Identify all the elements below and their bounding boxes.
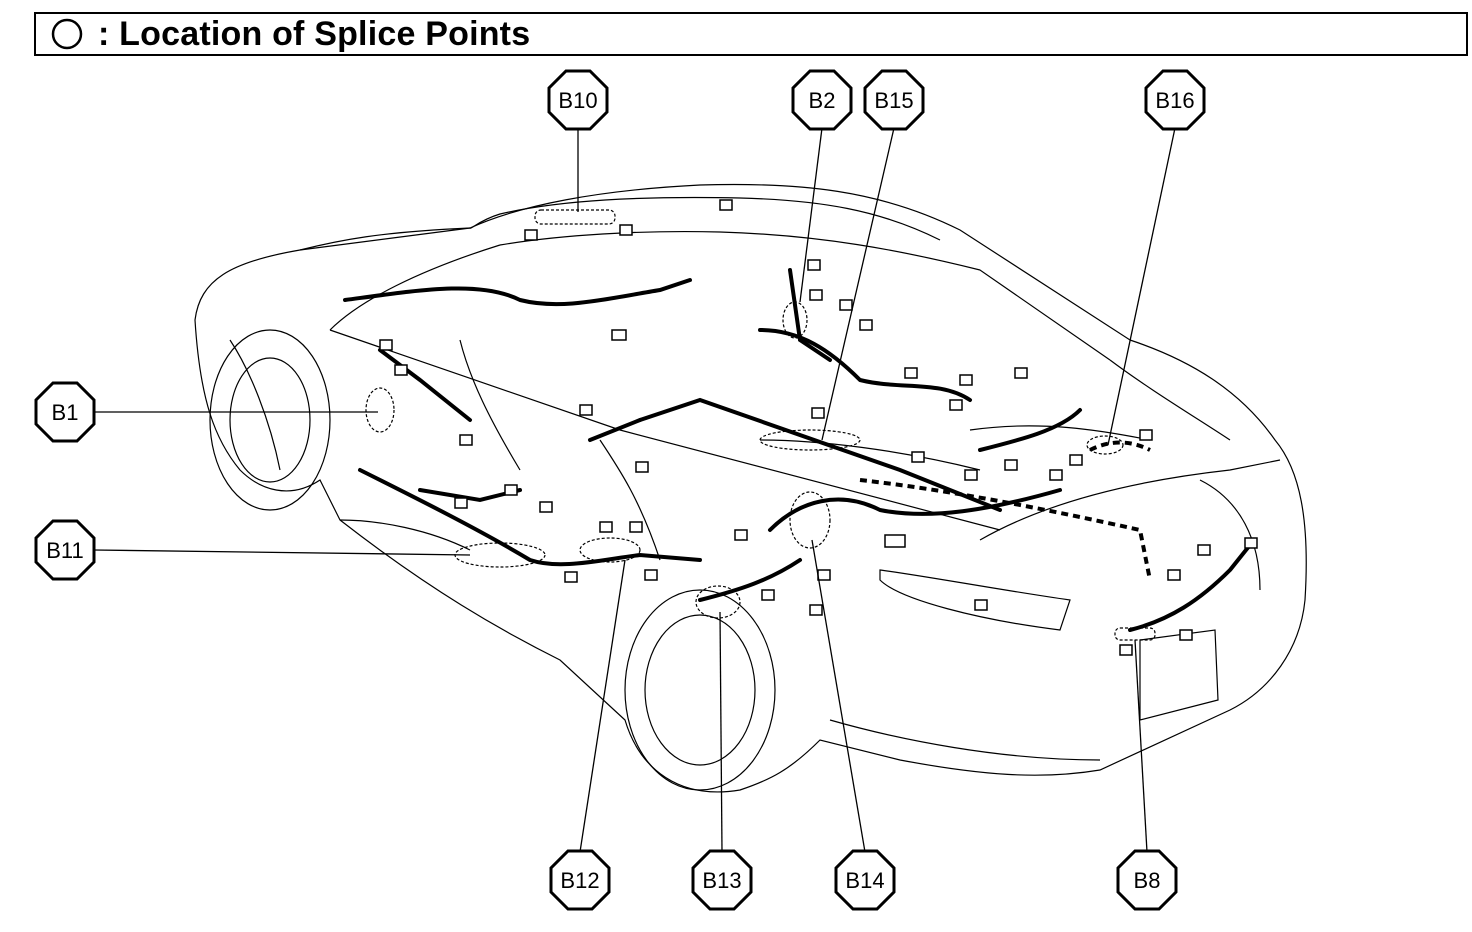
dashed-harness [859, 440, 1152, 581]
leader-lines [93, 127, 1176, 853]
connectors [379, 199, 1258, 656]
splice-badge-label: B14 [845, 868, 884, 893]
splice-badge-b8: B8 [1116, 849, 1178, 911]
front-wheel [209, 329, 331, 511]
splice-badge-b15: B15 [863, 69, 925, 131]
splice-badge-b10: B10 [547, 69, 609, 131]
car-body-outline [194, 183, 1307, 793]
splice-badge-label: B12 [560, 868, 599, 893]
page-title: : Location of Splice Points [98, 14, 531, 53]
splice-badge-b2: B2 [791, 69, 853, 131]
title-bar: : Location of Splice Points [34, 12, 1468, 56]
splice-badge-b14: B14 [834, 849, 896, 911]
wire-harness [343, 268, 1252, 632]
splice-badge-label: B15 [874, 88, 913, 113]
splice-badge-b11: B11 [34, 519, 96, 581]
splice-badge-b12: B12 [549, 849, 611, 911]
splice-badge-label: B2 [809, 88, 836, 113]
splice-badge-b13: B13 [691, 849, 753, 911]
splice-point-markers [365, 209, 1156, 641]
rear-wheel [624, 589, 776, 791]
circle-outline-icon [51, 18, 83, 50]
splice-badge-b16: B16 [1144, 69, 1206, 131]
splice-badge-label: B10 [558, 88, 597, 113]
splice-badge-label: B11 [46, 538, 84, 563]
splice-badge-label: B13 [702, 868, 741, 893]
splice-badge-b1: B1 [34, 381, 96, 443]
splice-badge-label: B16 [1155, 88, 1194, 113]
splice-badge-label: B8 [1134, 868, 1161, 893]
splice-badge-label: B1 [52, 400, 79, 425]
